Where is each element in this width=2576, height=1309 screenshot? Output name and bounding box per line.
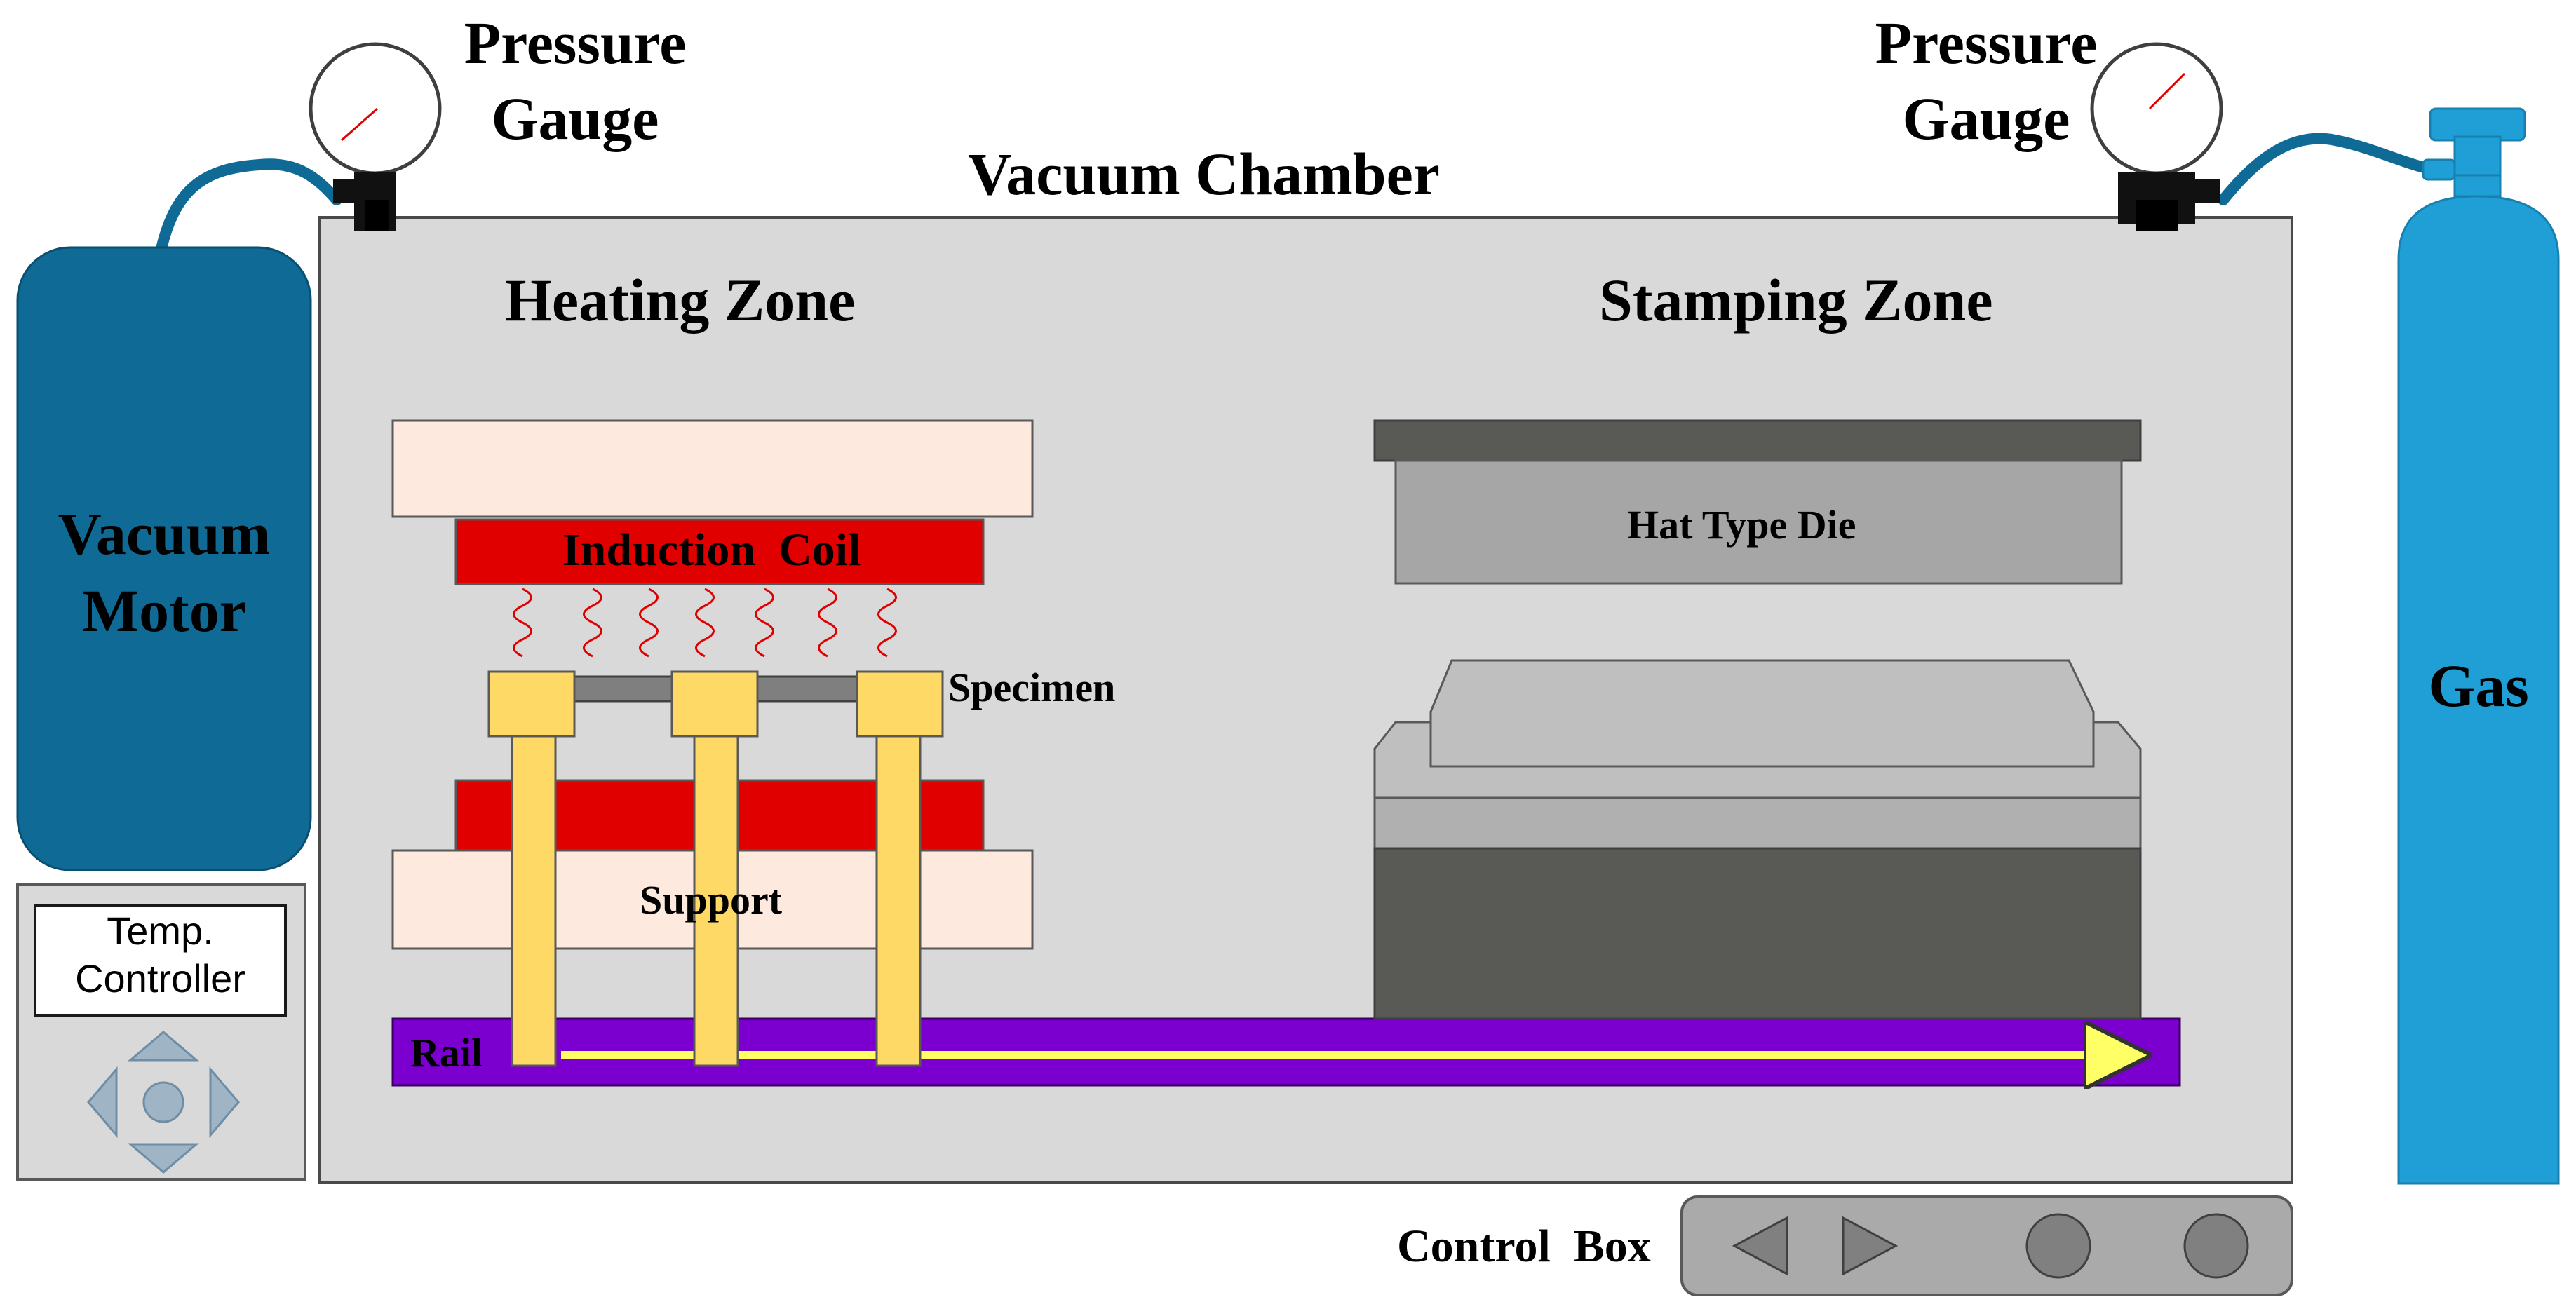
temp-controller-line2: Controller	[75, 956, 245, 1001]
lower-die-punch	[1429, 659, 2095, 768]
hat-type-die	[1394, 459, 2123, 585]
clamp-right	[856, 670, 944, 738]
clamp-middle-leg	[693, 735, 739, 1067]
pressure-gauge-right-line1: Pressure	[1875, 9, 2098, 76]
control-box-right-button-icon[interactable]	[1842, 1216, 1899, 1276]
clamp-left-leg	[511, 735, 557, 1067]
pressure-gauge-left-line2: Gauge	[491, 85, 659, 152]
press-base	[1373, 847, 2142, 1020]
temp-controller-label: Temp. Controller	[35, 911, 285, 998]
stamping-zone-title: Stamping Zone	[1599, 266, 1993, 334]
right-hose	[2218, 133, 2432, 205]
dpad-left-icon[interactable]	[87, 1066, 118, 1139]
vacuum-motor-line2: Motor	[82, 577, 246, 644]
temp-controller-display	[34, 904, 287, 1017]
vacuum-motor-body	[16, 246, 312, 871]
temp-controller-dpad	[87, 1031, 240, 1174]
heat-waves	[513, 588, 897, 658]
gas-cylinder	[2397, 107, 2560, 1185]
upper-support-block	[391, 419, 1034, 518]
dpad-up-icon[interactable]	[127, 1031, 200, 1062]
pressure-gauge-right-line2: Gauge	[1902, 85, 2070, 152]
dpad-center-icon[interactable]	[142, 1081, 184, 1123]
control-box-round-button-2-icon[interactable]	[2183, 1213, 2249, 1279]
pressure-gauge-right-label: Pressure Gauge	[1839, 13, 2133, 149]
support-label: Support	[640, 877, 783, 923]
dpad-right-icon[interactable]	[209, 1066, 240, 1139]
vacuum-chamber-title: Vacuum Chamber	[968, 140, 1440, 208]
clamp-middle	[670, 670, 759, 738]
clamp-left	[487, 670, 576, 738]
induction-coil-upper	[454, 518, 985, 585]
pressure-gauge-right	[2090, 42, 2223, 231]
clamp-right-leg	[875, 735, 922, 1067]
control-box-round-button-1-icon[interactable]	[2025, 1213, 2091, 1279]
control-box-left-button-icon[interactable]	[1732, 1216, 1788, 1276]
pressure-gauge-left-line1: Pressure	[464, 9, 687, 76]
control-box-label: Control Box	[1397, 1221, 1651, 1272]
pressure-gauge-left-label: Pressure Gauge	[428, 13, 722, 149]
specimen-clamps	[487, 670, 944, 1067]
hat-type-die-label: Hat Type Die	[1627, 502, 1856, 548]
gas-cylinder-body	[2397, 195, 2560, 1185]
control-box-panel	[1680, 1195, 2293, 1296]
specimen-label: Specimen	[948, 665, 1116, 710]
dpad-down-icon[interactable]	[127, 1143, 200, 1174]
temp-controller-line1: Temp.	[107, 909, 214, 953]
lower-die-plate	[1373, 796, 2142, 850]
lower-die-holder	[1373, 721, 2142, 799]
gas-cylinder-cap	[2429, 107, 2526, 142]
gas-label: Gas	[2428, 652, 2529, 719]
pressure-gauge-left-dial-icon	[309, 42, 442, 175]
die-top-plate	[1373, 419, 2142, 462]
vacuum-motor-line1: Vacuum	[58, 500, 271, 567]
rail-label: Rail	[410, 1030, 483, 1076]
vacuum-motor-label: Vacuum Motor	[18, 503, 311, 641]
pressure-gauge-left	[309, 42, 442, 231]
induction-coil-label: Induction Coil	[562, 524, 861, 576]
heating-zone-title: Heating Zone	[505, 266, 856, 334]
left-hose	[156, 158, 342, 255]
